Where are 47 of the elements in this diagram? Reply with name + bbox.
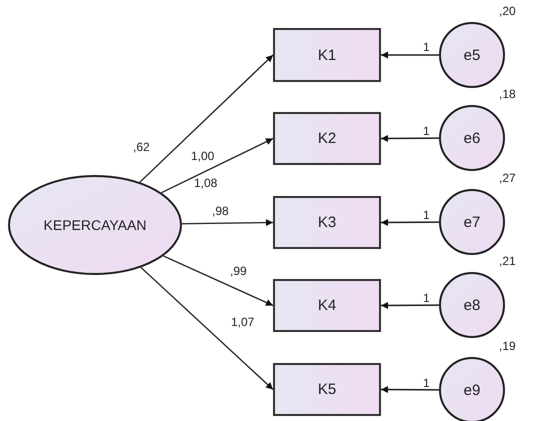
variance-value: ,21 [499, 255, 516, 267]
arrow [161, 138, 274, 194]
edge-label: 1 [423, 292, 430, 304]
error-term-circle [439, 22, 505, 88]
latent-variable-ellipse [8, 175, 182, 275]
edge-label: 1 [423, 377, 430, 389]
indicator-box [273, 279, 381, 332]
variance-value: ,62 [133, 141, 150, 153]
variable-name: K5 [318, 381, 336, 398]
arrow [163, 255, 274, 306]
arrow [381, 52, 439, 58]
variable-name: K4 [318, 297, 336, 314]
construct-name: KEPERCAYAAN [44, 217, 146, 233]
edge-label: ,99 [230, 265, 247, 277]
edge-label: 1 [423, 41, 430, 53]
error-term-circle [439, 272, 505, 338]
variable-name: e6 [464, 130, 480, 146]
error-term-circle [439, 189, 505, 255]
variance-value: ,19 [499, 340, 516, 352]
arrow [381, 386, 439, 394]
arrow [139, 54, 274, 183]
edge-label: 1,08 [194, 177, 218, 189]
variable-name: e9 [464, 382, 480, 398]
edge-label: 1,00 [191, 150, 214, 162]
variance-value: ,18 [499, 88, 516, 100]
edge-label: 1 [423, 125, 430, 137]
variable-name: K1 [318, 46, 336, 64]
indicator-box [273, 363, 381, 416]
arrow [140, 266, 274, 390]
variance-value: ,20 [499, 5, 516, 17]
edge-label: ,98 [212, 205, 229, 217]
variable-name: K3 [318, 214, 336, 231]
arrow [182, 219, 273, 226]
edge-label: 1,07 [231, 316, 254, 328]
arrow [381, 134, 439, 142]
arrow [381, 302, 439, 309]
variable-name: e8 [464, 296, 480, 314]
indicator-box [273, 196, 381, 249]
variable-name: K2 [318, 130, 336, 147]
variance-value: ,27 [499, 172, 516, 184]
variable-name: e5 [464, 46, 480, 64]
variable-name: e7 [464, 214, 480, 230]
error-term-circle [439, 105, 505, 171]
indicator-box [273, 112, 381, 165]
edge-label: 1 [423, 209, 430, 221]
arrow [381, 218, 439, 226]
indicator-box [273, 28, 381, 82]
